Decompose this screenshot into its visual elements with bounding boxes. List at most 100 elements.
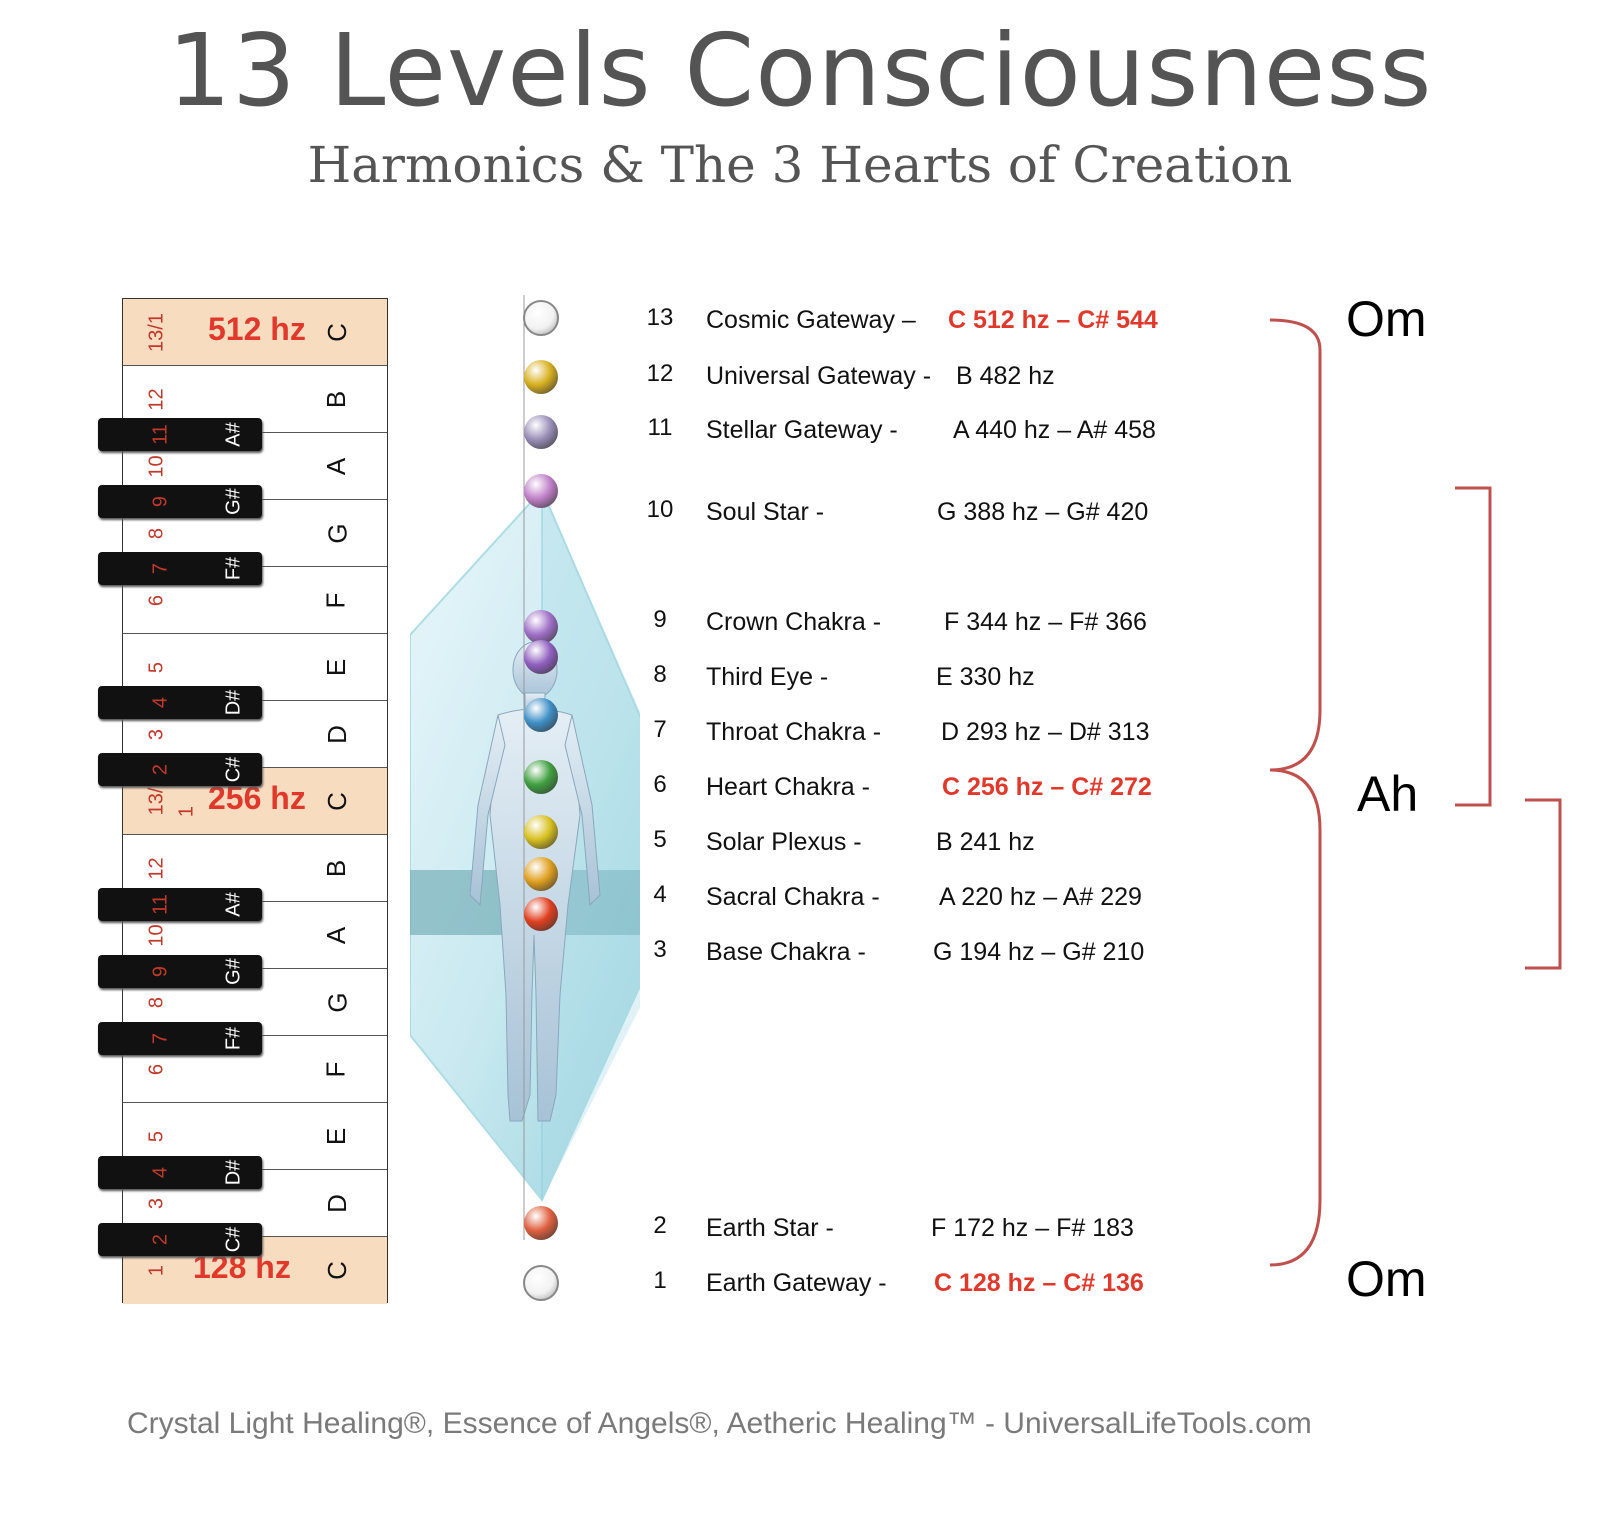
chakra-orb [524,897,558,931]
key-number: 11 [149,424,172,445]
key-note: C# [222,756,245,783]
black-key: 9 G# [98,955,262,988]
level-number: 12 [646,360,674,387]
om-top-label: Om [1346,291,1427,347]
crystal-figure-illustration [410,295,640,1240]
level-number: 5 [653,826,667,853]
level-number: 4 [653,881,667,908]
key-number: 4 [149,1166,172,1179]
key-number: 13/ [145,787,168,815]
level-name: Universal Gateway - [706,362,932,390]
chakra-orb [524,610,558,644]
level-name: Base Chakra - [706,938,866,966]
level-frequency: C 256 hz – C# 272 [942,773,1152,801]
level-frequency: F 344 hz – F# 366 [944,608,1147,636]
level-number: 3 [653,936,667,963]
chakra-orb [524,360,558,394]
key-number: 4 [149,696,172,709]
key-number: 1 [175,805,198,817]
level-frequency: E 330 hz [936,663,1035,691]
chakra-orb [524,640,558,674]
key-note: A [321,926,352,944]
key-note: G [322,522,353,544]
key-note: A# [222,422,245,447]
level-name: Crown Chakra - [706,608,882,636]
black-key: 2 C# [98,1223,262,1256]
level-frequency: B 482 hz [956,362,1055,390]
level-frequency: G 388 hz – G# 420 [937,498,1149,526]
key-note: E [321,658,352,676]
level-number: 11 [647,414,673,441]
key-note: C# [222,1226,245,1253]
level-number: 6 [653,771,667,798]
om-brace [1269,318,1322,1267]
chakra-orb [524,857,558,891]
key-number: 12 [145,387,168,411]
level-name: Soul Star - [706,498,825,526]
chakra-orb [524,698,558,732]
key-note: G [322,991,353,1013]
level-name: Stellar Gateway - [706,416,898,444]
key-note: C [321,322,352,342]
page-subtitle: Harmonics & The 3 Hearts of Creation [307,136,1293,194]
key-number: 13/1 [145,312,168,352]
key-note: C [321,791,352,811]
level-name: Earth Gateway - [706,1269,887,1297]
key-note: G# [222,958,245,985]
level-frequency: D 293 hz – D# 313 [941,718,1150,746]
level-name: Third Eye - [706,663,829,691]
chakra-orb [524,415,558,449]
level-number: 9 [653,606,667,633]
key-note: D [321,1193,352,1213]
level-name: Sacral Chakra - [706,883,880,911]
key-number: 10 [145,923,168,947]
key-number: 12 [145,856,168,880]
key-number: 5 [145,1130,168,1142]
level-number: 10 [646,496,674,523]
black-key: 11 A# [98,888,262,921]
key-note: G# [222,488,245,515]
level-number: 1 [653,1267,667,1294]
black-key: 9 G# [98,485,262,518]
level-name: Throat Chakra - [706,718,882,746]
level-frequency: B 241 hz [936,828,1035,856]
level-frequency: C 128 hz – C# 136 [934,1269,1144,1297]
chakra-orb [524,474,558,508]
level-number: 8 [653,661,667,688]
lower-hearts-bracket [1525,798,1562,970]
key-note: A# [222,892,245,917]
level-name: Heart Chakra - [706,773,870,801]
key-note: D# [222,689,245,716]
chakra-orb [523,300,559,336]
hz-label: 256 hz [208,780,306,816]
key-note: F# [222,1026,245,1051]
key-number: 1 [145,1264,168,1276]
key-note: A [321,457,352,475]
chakra-orb [524,1206,558,1240]
key-note: E [321,1127,352,1145]
chakra-orb [524,760,558,794]
key-number: 7 [149,562,172,575]
key-number: 11 [149,894,172,915]
hz-label: 512 hz [208,311,306,347]
black-key: 2 C# [98,753,262,786]
key-number: 5 [145,661,168,673]
key-note: F [320,1061,351,1077]
level-frequency: A 220 hz – A# 229 [939,883,1142,911]
key-number: 9 [149,965,172,978]
level-name: Solar Plexus - [706,828,862,856]
key-number: 2 [149,763,172,776]
key-number: 2 [149,1233,172,1246]
level-number: 2 [653,1212,667,1239]
key-number: 9 [149,495,172,508]
key-number: 6 [145,594,168,606]
footer-credits: Crystal Light Healing®, Essence of Angel… [127,1407,1312,1440]
page-title: 13 Levels Consciousness [167,12,1433,129]
level-frequency: A 440 hz – A# 458 [953,416,1156,444]
level-name: Earth Star - [706,1214,834,1242]
key-number: 8 [145,527,168,539]
